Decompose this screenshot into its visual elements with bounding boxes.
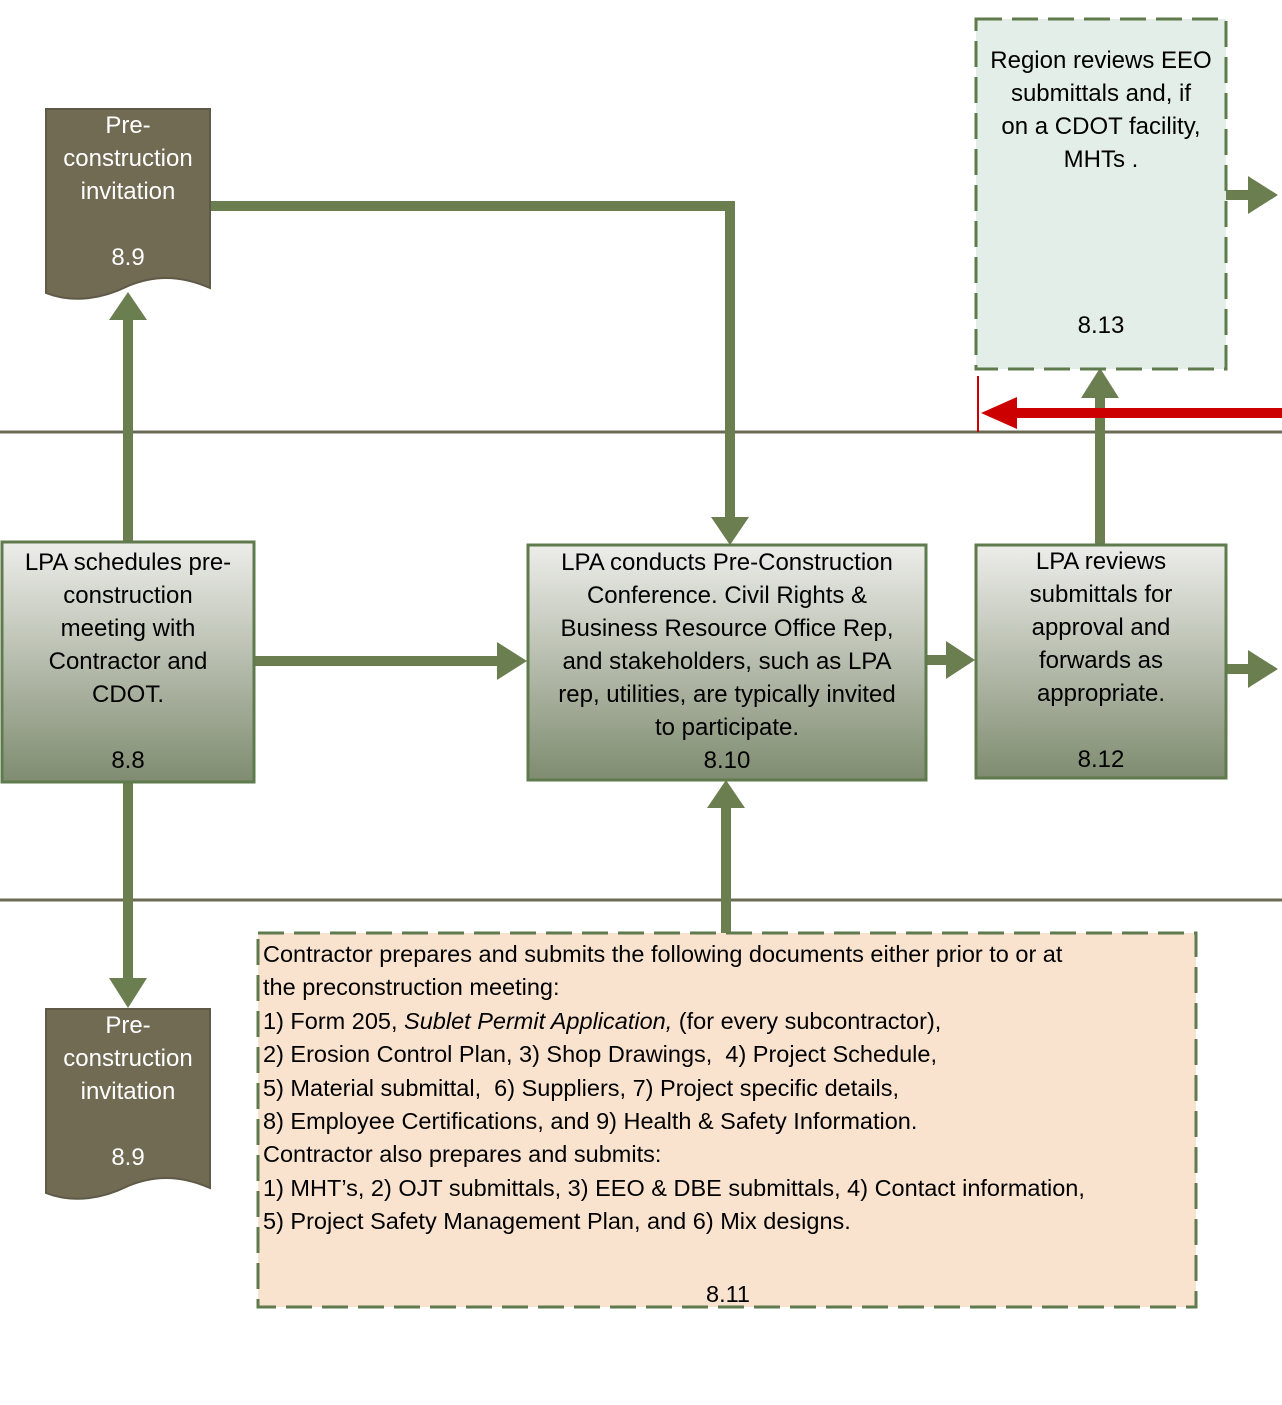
node-label: LPA reviews submittals for approval and … bbox=[1029, 548, 1173, 707]
process-8-13: Region reviews EEO submittals and, if on… bbox=[978, 44, 1224, 342]
list-line: Contractor prepares and submits the foll… bbox=[263, 941, 1063, 967]
document-shape-8-9-bottom bbox=[45, 1008, 211, 1200]
process-box-8-13 bbox=[974, 17, 1228, 371]
list-text-italic: Sublet Permit Application, bbox=[404, 1007, 673, 1034]
node-number: 8.8 bbox=[111, 747, 145, 774]
process-box-8-8 bbox=[0, 540, 256, 784]
list-line: 5) Project Safety Management Plan, and 6… bbox=[263, 1208, 851, 1235]
node-number: 8.10 bbox=[703, 747, 751, 774]
node-label: LPA conducts Pre-Construction Conference… bbox=[558, 549, 896, 741]
connector-8-8-to-8-10 bbox=[254, 642, 527, 680]
connector-8-8-to-8-9-bottom bbox=[109, 782, 147, 1008]
node-number: 8.9 bbox=[111, 244, 145, 271]
process-8-10: LPA conducts Pre-Construction Conference… bbox=[530, 546, 924, 777]
process-8-12: LPA reviews submittals for approval and … bbox=[978, 545, 1224, 776]
connector-8-12-out bbox=[1226, 650, 1278, 688]
list-line: 1) MHT’s, 2) OJT submittals, 3) EEO & DB… bbox=[263, 1174, 1085, 1201]
node-number: 8.9 bbox=[111, 1144, 145, 1171]
node-label: Pre- construction invitation bbox=[63, 112, 193, 205]
connector-8-9-to-8-10 bbox=[210, 201, 749, 545]
connector-8-13-out bbox=[1226, 176, 1278, 214]
list-line: 5) Material submittal, 6) Suppliers, 7) … bbox=[263, 1074, 900, 1101]
node-label: Pre- construction invitation bbox=[63, 1012, 193, 1105]
list-text: (for every subcontractor), bbox=[672, 1007, 942, 1034]
connector-8-12-to-8-13 bbox=[1081, 368, 1119, 545]
list-text: 1) Form 205, bbox=[263, 1007, 405, 1034]
connector-8-8-to-8-9-top bbox=[109, 292, 147, 542]
process-8-11: Contractor prepares and submits the foll… bbox=[263, 938, 1193, 1307]
list-line: the preconstruction meeting: bbox=[263, 974, 560, 1001]
connector-8-11-to-8-10 bbox=[707, 780, 745, 935]
list-line: 2) Erosion Control Plan, 3) Shop Drawing… bbox=[263, 1041, 937, 1068]
node-number: 8.11 bbox=[706, 1281, 750, 1307]
process-8-8: LPA schedules pre- construction meeting … bbox=[4, 546, 252, 777]
document-8-9-top: Pre- construction invitation 8.9 bbox=[46, 109, 210, 274]
node-label: Region reviews EEO submittals and, if on… bbox=[990, 47, 1212, 173]
document-8-9-bottom: Pre- construction invitation 8.9 bbox=[46, 1009, 210, 1174]
list-line: 8) Employee Certifications, and 9) Healt… bbox=[263, 1108, 918, 1135]
connector-8-10-to-8-12 bbox=[926, 641, 975, 679]
node-label: LPA schedules pre- construction meeting … bbox=[24, 549, 232, 708]
red-incoming-arrow bbox=[977, 376, 1282, 432]
node-number: 8.13 bbox=[1077, 312, 1125, 339]
list-line-form-205: 1) Form 205, Sublet Permit Application, … bbox=[263, 1005, 1193, 1038]
process-box-8-10 bbox=[526, 543, 928, 782]
process-box-8-11 bbox=[256, 931, 1198, 1309]
list-line: Contractor also prepares and submits: bbox=[263, 1141, 662, 1168]
node-number: 8.12 bbox=[1077, 746, 1125, 773]
process-box-8-12 bbox=[974, 543, 1228, 780]
document-shape-8-9-top bbox=[45, 108, 211, 300]
